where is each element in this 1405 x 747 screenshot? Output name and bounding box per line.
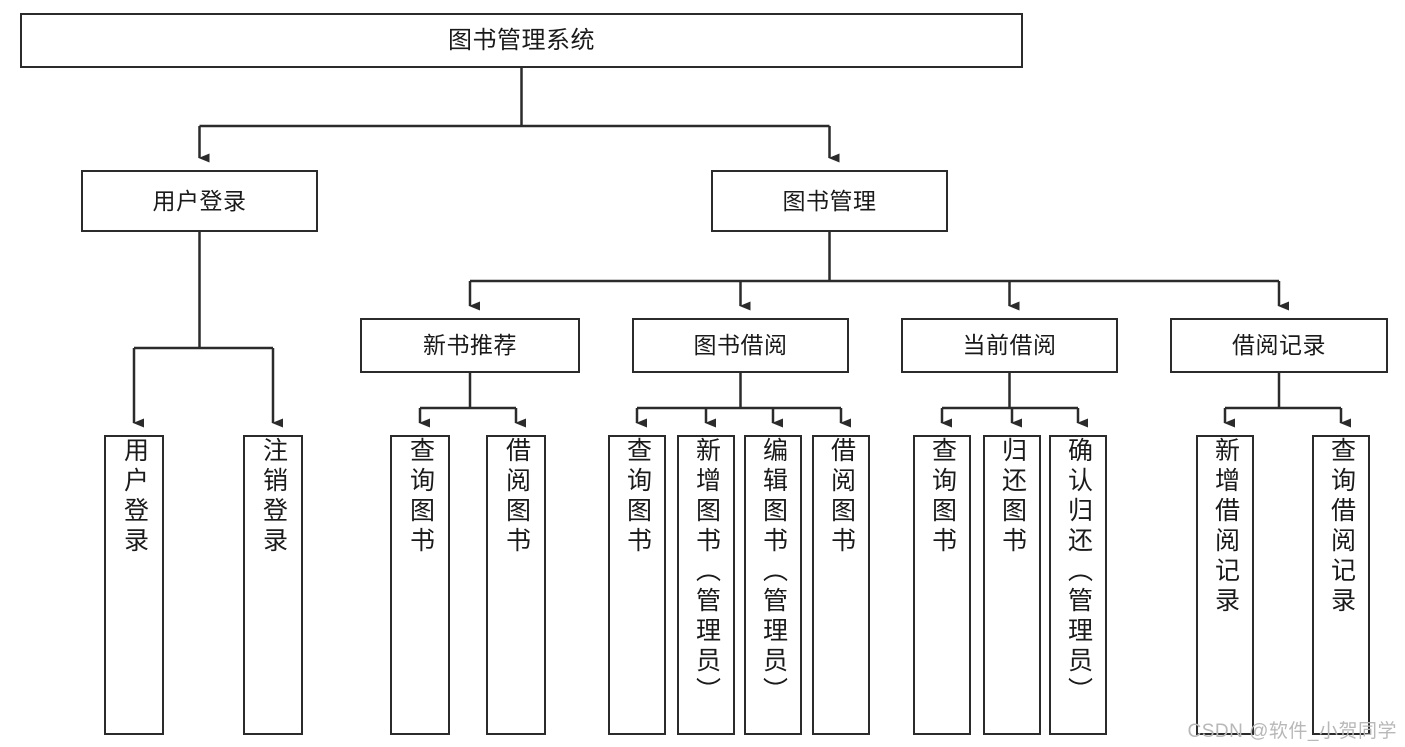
node-leaf-borrow-1[interactable]: 查询图书: [608, 435, 666, 735]
node-current[interactable]: 当前借阅: [901, 318, 1118, 373]
node-records[interactable]: 借阅记录: [1170, 318, 1388, 373]
node-label: 用户登录: [120, 437, 149, 557]
node-leaf-cur-3[interactable]: 确认归还（管理员）: [1049, 435, 1107, 735]
node-label: 新增借阅记录: [1211, 437, 1240, 617]
node-leaf-rec-2[interactable]: 查询借阅记录: [1312, 435, 1370, 735]
node-label: 借阅记录: [1232, 332, 1326, 359]
node-label: 新增图书（管理员）: [692, 437, 721, 707]
node-leaf-cur-1[interactable]: 查询图书: [913, 435, 971, 735]
node-label: 新书推荐: [423, 332, 517, 359]
node-label: 借阅图书: [502, 437, 531, 557]
node-login[interactable]: 用户登录: [81, 170, 318, 232]
node-leaf-borrow-3[interactable]: 编辑图书（管理员）: [744, 435, 802, 735]
node-leaf-borrow-2[interactable]: 新增图书（管理员）: [677, 435, 735, 735]
node-label: 归还图书: [998, 437, 1027, 557]
node-label: 图书管理: [782, 187, 877, 214]
node-leaf-login-1[interactable]: 用户登录: [104, 435, 164, 735]
node-leaf-new-2[interactable]: 借阅图书: [486, 435, 546, 735]
node-leaf-rec-1[interactable]: 新增借阅记录: [1196, 435, 1254, 735]
node-label: 图书管理系统: [448, 26, 595, 54]
node-label: 用户登录: [152, 187, 247, 214]
node-newbook[interactable]: 新书推荐: [360, 318, 580, 373]
node-label: 注销登录: [259, 437, 288, 557]
node-root[interactable]: 图书管理系统: [20, 13, 1023, 68]
node-label: 查询图书: [928, 437, 957, 557]
node-leaf-cur-2[interactable]: 归还图书: [983, 435, 1041, 735]
node-leaf-borrow-4[interactable]: 借阅图书: [812, 435, 870, 735]
node-leaf-login-2[interactable]: 注销登录: [243, 435, 303, 735]
node-label: 查询图书: [623, 437, 652, 557]
node-label: 编辑图书（管理员）: [759, 437, 788, 707]
node-bookmgmt[interactable]: 图书管理: [711, 170, 948, 232]
node-label: 确认归还（管理员）: [1064, 437, 1093, 707]
node-leaf-new-1[interactable]: 查询图书: [390, 435, 450, 735]
node-label: 借阅图书: [827, 437, 856, 557]
node-label: 查询借阅记录: [1327, 437, 1356, 617]
node-label: 查询图书: [406, 437, 435, 557]
node-label: 图书借阅: [693, 332, 788, 359]
node-label: 当前借阅: [962, 332, 1057, 359]
watermark-text: CSDN @软件_小贺同学: [1187, 721, 1397, 742]
node-borrow[interactable]: 图书借阅: [632, 318, 849, 373]
